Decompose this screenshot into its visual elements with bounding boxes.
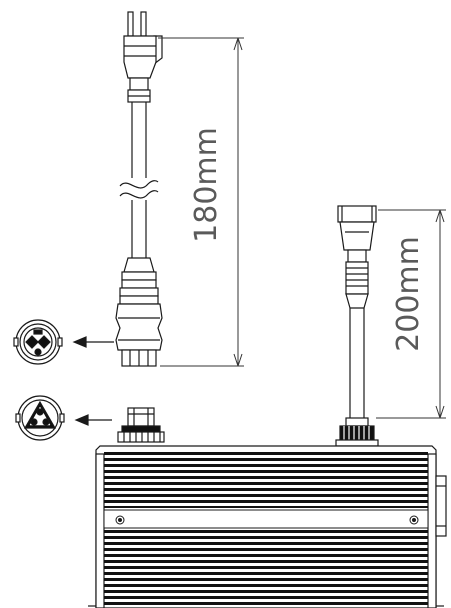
dimension-label-180mm: 180mm xyxy=(189,127,224,243)
housing-side-fitting xyxy=(435,475,447,537)
plug-prong-right xyxy=(140,11,147,37)
housing-screws xyxy=(115,515,419,525)
heatsink-fin xyxy=(104,584,428,587)
heatsink-fin xyxy=(104,554,428,557)
end-view-arrow-lower xyxy=(74,414,112,426)
plug-strain-relief xyxy=(129,77,149,91)
heatsink-fin xyxy=(104,548,428,551)
heatsink-fin xyxy=(104,470,428,473)
heatsink-fin xyxy=(104,590,428,593)
cord-connector-body xyxy=(115,303,163,351)
plug-prong-left xyxy=(127,11,134,37)
dimension-label-200mm: 200mm xyxy=(391,236,426,352)
connector-end-view-triangle xyxy=(15,395,65,441)
heatsink-fin xyxy=(104,602,428,605)
housing-center-band xyxy=(103,509,429,529)
heatsink-fin xyxy=(104,458,428,461)
heatsink-fin xyxy=(104,482,428,485)
heatsink-fin xyxy=(104,506,428,508)
heatsink-fin xyxy=(104,536,428,539)
ac-power-cord xyxy=(115,11,163,367)
heatsink-fin xyxy=(104,494,428,497)
heatsink-fin xyxy=(104,578,428,581)
connector-end-view-3pin xyxy=(13,319,63,365)
plug-head xyxy=(123,35,157,79)
heatsink-fin xyxy=(104,500,428,503)
cable-break-mark xyxy=(119,180,159,189)
heatsink-fin xyxy=(104,530,428,533)
output-plug-cap xyxy=(337,205,377,223)
heatsink-fin xyxy=(104,476,428,479)
output-plug-grip xyxy=(345,261,369,295)
dimension-180mm xyxy=(158,37,244,367)
end-view-arrow-upper xyxy=(72,336,114,348)
dimension-200mm xyxy=(376,209,446,419)
heatsink-fin xyxy=(104,566,428,569)
heatsink-fin xyxy=(104,542,428,545)
heatsink-fin xyxy=(104,452,428,455)
ac-inlet-connector xyxy=(117,407,165,443)
heatsink-fin xyxy=(104,572,428,575)
heatsink-fin xyxy=(104,464,428,467)
dc-output-cable xyxy=(335,205,379,447)
heatsink-fin xyxy=(104,596,428,599)
heatsink-fins xyxy=(103,452,429,605)
heatsink-fin xyxy=(104,488,428,491)
heatsink-fin xyxy=(104,560,428,563)
